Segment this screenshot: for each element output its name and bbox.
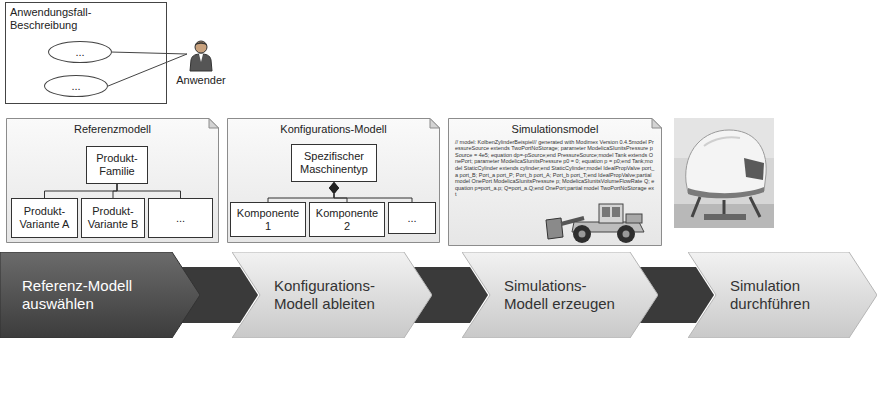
- chevron-fill: [232, 252, 432, 338]
- document-body: [7, 119, 219, 243]
- model-box: Produkt-Familie: [86, 146, 148, 184]
- box-label: Produkt-Familie: [89, 152, 145, 177]
- use-case-ellipse: ...: [48, 41, 112, 63]
- model-document: Simulationsmodel // model: KolbenZylinder…: [448, 118, 662, 246]
- drawing-part: [688, 187, 764, 198]
- box-label: Komponente 1: [233, 207, 303, 232]
- drawing-part: [623, 231, 630, 238]
- model-document: ReferenzmodellProdukt-FamilieProdukt-Var…: [6, 118, 219, 243]
- connector: [112, 52, 187, 54]
- person-head: [195, 41, 207, 53]
- process-chevron: Konfigurations-Modell ableiten: [232, 252, 432, 338]
- document-fold: [209, 119, 219, 129]
- person-body: [190, 54, 212, 71]
- actor-label: Anwender: [172, 74, 230, 87]
- step-label: Simulations-Modell erzeugen: [504, 277, 624, 313]
- drawing-part: [573, 225, 591, 243]
- document-body: [449, 119, 662, 246]
- drawing-part: [626, 214, 642, 223]
- ellipse-label: ...: [75, 46, 84, 58]
- drawing-part: [579, 231, 586, 238]
- model-box: Produkt-Variante B: [81, 198, 145, 238]
- drawing-part: [674, 118, 774, 228]
- box-label: Komponente 2: [312, 207, 382, 232]
- drawing-part: [612, 207, 620, 217]
- drawing-part: [704, 214, 746, 220]
- document-fold: [652, 119, 662, 129]
- simulator-photo: [674, 118, 774, 228]
- wheel-loader: [544, 200, 654, 244]
- drawing-part: [750, 197, 760, 217]
- drawing-part: [704, 137, 740, 146]
- model-box: ...: [388, 202, 436, 234]
- document-title: Referenzmodell: [6, 118, 219, 136]
- drawing-part: [602, 207, 610, 217]
- box-label: Produkt-Variante B: [84, 205, 142, 230]
- box-label: ...: [407, 212, 416, 225]
- chevron-fill: [462, 252, 658, 338]
- connector: [108, 54, 187, 86]
- person-shirt: [199, 54, 203, 62]
- process-chevron: Referenz-Modell auswählen: [0, 252, 200, 338]
- drawing-part: [546, 218, 563, 239]
- use-case-frame: Anwendungsfall-Beschreibung......: [5, 2, 167, 104]
- drawing-part: [744, 158, 764, 180]
- association-line: [112, 52, 187, 54]
- model-box: Produkt-Variante A: [11, 198, 78, 238]
- step-label: Referenz-Modell auswählen: [22, 277, 166, 313]
- box-label: Produkt-Variante A: [14, 205, 75, 230]
- document-body: [228, 119, 440, 243]
- ellipse-label: ...: [71, 80, 80, 92]
- step-label: Konfigurations-Modell ableiten: [274, 277, 398, 313]
- person-hair: [195, 42, 207, 46]
- drawing-part: [686, 130, 766, 197]
- step-label: Simulation durchführen: [730, 277, 843, 313]
- model-box: ...: [148, 198, 213, 238]
- chevron-fill: [688, 252, 877, 338]
- use-case-ellipse: ...: [44, 75, 108, 97]
- person-icon: [188, 40, 214, 72]
- code-listing: // model: KolbenZylinderBeispiel// gener…: [455, 139, 655, 198]
- model-box: Spezifischer Maschinentyp: [291, 144, 377, 182]
- model-box: Komponente 1: [230, 202, 306, 237]
- actor-figure: Anwender: [172, 40, 230, 98]
- document-fold: [430, 119, 440, 129]
- process-chevron: Simulations-Modell erzeugen: [462, 252, 658, 338]
- model-box: Komponente 2: [309, 202, 385, 237]
- association-line: [108, 54, 187, 86]
- document-title: Simulationsmodel: [448, 118, 662, 136]
- chevron-fill: [0, 252, 200, 338]
- box-label: Spezifischer Maschinentyp: [294, 150, 374, 175]
- drawing-part: [599, 204, 623, 223]
- process-chevron: Simulation durchführen: [688, 252, 877, 338]
- model-document: Konfigurations-ModellSpezifischer Maschi…: [227, 118, 440, 243]
- drawing-part: [692, 197, 700, 217]
- document-title: Konfigurations-Modell: [227, 118, 440, 136]
- drawing-part: [617, 225, 635, 243]
- frame-title: Anwendungsfall-Beschreibung: [6, 3, 114, 34]
- box-label: ...: [176, 212, 185, 225]
